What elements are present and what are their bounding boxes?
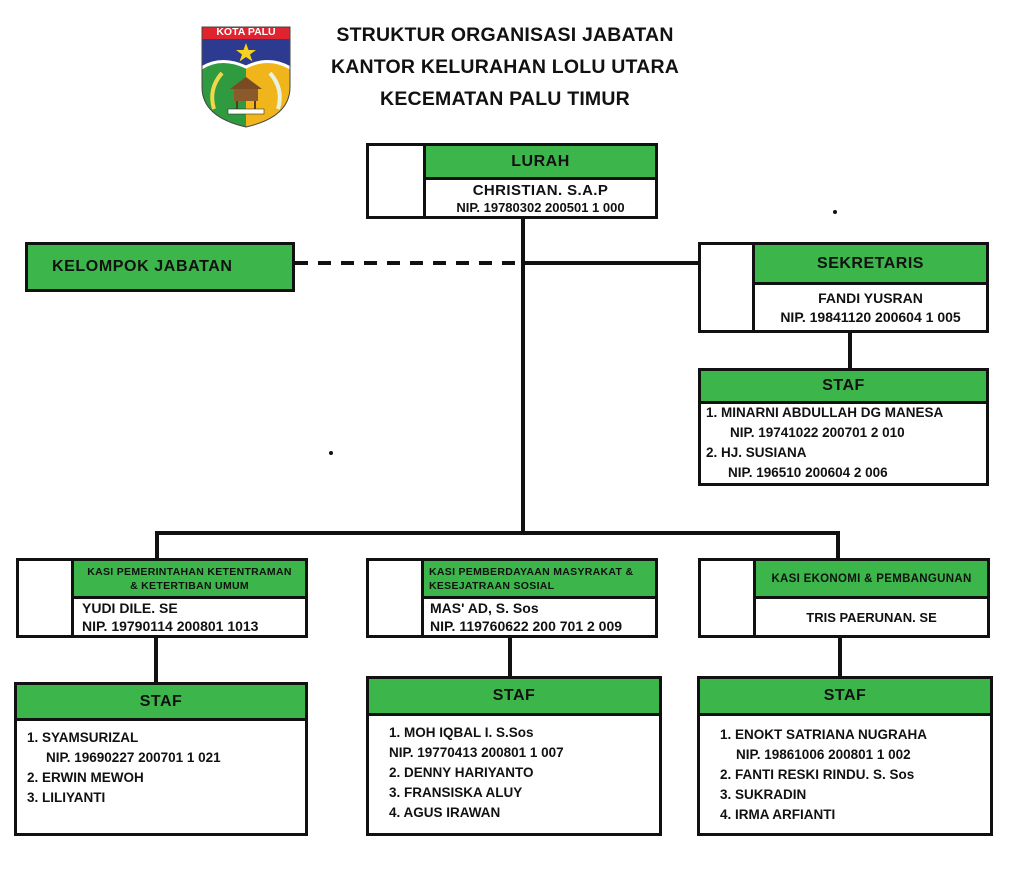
staf-item: NIP. 19861006 200801 1 002 xyxy=(736,747,911,762)
kasi-pemberdayaan-name: MAS' AD, S. Sos xyxy=(430,600,539,616)
kasi-ekonomi-title: KASI EKONOMI & PEMBANGUNAN xyxy=(756,561,987,599)
kasi-pemberdayaan-nip: NIP. 119760622 200 701 2 009 xyxy=(430,618,623,634)
connector-kasi-1 xyxy=(155,531,159,561)
lurah-info: CHRISTIAN. S.A.P NIP. 19780302 200501 1 … xyxy=(426,180,655,216)
connector-to-kelompok-dashed xyxy=(295,261,521,265)
staf-item: 1. MOH IQBAL I. S.Sos xyxy=(389,725,534,740)
kasi-pemberdayaan-staf-box: STAF 1. MOH IQBAL I. S.Sos NIP. 19770413… xyxy=(366,676,662,836)
connector-to-sekretaris xyxy=(523,261,701,265)
kelompok-jabatan-title: KELOMPOK JABATAN xyxy=(52,258,233,275)
kasi-pemerintahan-title-line-1: KASI PEMERINTAHAN KETENTRAMAN xyxy=(87,565,292,578)
lurah-box: LURAH CHRISTIAN. S.A.P NIP. 19780302 200… xyxy=(366,143,658,219)
kelompok-jabatan-box: KELOMPOK JABATAN xyxy=(25,242,295,292)
kasi-ekonomi-staf-title-text: STAF xyxy=(823,687,867,704)
staf-item: 2. FANTI RESKI RINDU. S. Sos xyxy=(720,767,915,782)
connector-kasi-bus xyxy=(155,531,840,535)
kasi-pemerintahan-staf-box: STAF 1. SYAMSURIZAL NIP. 19690227 200701… xyxy=(14,682,308,836)
connector-sekretaris-staf xyxy=(848,332,852,370)
city-emblem-icon: KOTA PALU xyxy=(200,25,292,129)
kasi-ekonomi-photo-placeholder xyxy=(701,561,756,635)
kasi-pemerintahan-title-line-2: & KETERTIBAN UMUM xyxy=(130,579,249,592)
sekretaris-staf-box: STAF 1. MINARNI ABDULLAH DG MANESA NIP. … xyxy=(698,368,989,486)
kasi-pemberdayaan-info: MAS' AD, S. Sos NIP. 119760622 200 701 2… xyxy=(424,599,655,635)
sekretaris-nip: NIP. 19841120 200604 1 005 xyxy=(780,309,961,325)
sekretaris-staf-title: STAF xyxy=(701,371,986,404)
logo-label: KOTA PALU xyxy=(216,26,276,38)
stray-dot xyxy=(833,210,837,214)
stray-dot xyxy=(329,451,333,455)
connector-lurah-down xyxy=(521,218,525,534)
kasi-pemberdayaan-staf-title: STAF xyxy=(369,679,659,716)
connector-kasi2-staf xyxy=(508,637,512,677)
staf-item: 3. SUKRADIN xyxy=(720,787,807,802)
kasi-pemberdayaan-title-line-1: KASI PEMBERDAYAAN MASYRAKAT & xyxy=(429,565,634,578)
lurah-title: LURAH xyxy=(426,146,655,180)
lurah-name: CHRISTIAN. S.A.P xyxy=(472,182,609,199)
kasi-pemerintahan-title: KASI PEMERINTAHAN KETENTRAMAN & KETERTIB… xyxy=(74,561,305,599)
sekretaris-title-text: SEKRETARIS xyxy=(817,254,924,272)
sekretaris-staf-list: 1. MINARNI ABDULLAH DG MANESA NIP. 19741… xyxy=(701,401,986,483)
sekretaris-info: FANDI YUSRAN NIP. 19841120 200604 1 005 xyxy=(755,285,986,330)
kasi-pemerintahan-photo-placeholder xyxy=(19,561,74,635)
kasi-pemerintahan-staf-title-text: STAF xyxy=(139,692,183,710)
connector-kasi3-staf xyxy=(838,637,842,677)
sekretaris-box: SEKRETARIS FANDI YUSRAN NIP. 19841120 20… xyxy=(698,242,989,333)
chart-title-line-1: STRUKTUR ORGANISASI JABATAN xyxy=(336,24,674,46)
chart-title-line-3: KECEMATAN PALU TIMUR xyxy=(380,88,630,110)
kasi-ekonomi-staf-title: STAF xyxy=(700,679,990,716)
connector-kasi-3 xyxy=(836,531,840,561)
staf-item: NIP. 19690227 200701 1 021 xyxy=(46,750,221,765)
staf-item: 3. FRANSISKA ALUY xyxy=(389,785,523,800)
sekretaris-title: SEKRETARIS xyxy=(755,245,986,285)
kasi-pemberdayaan-staf-title-text: STAF xyxy=(492,687,536,704)
staf-item: 1. SYAMSURIZAL xyxy=(27,730,139,745)
staf-item: NIP. 19770413 200801 1 007 xyxy=(389,745,564,760)
sekretaris-photo-placeholder xyxy=(701,245,755,330)
kasi-ekonomi-staf-list: 1. ENOKT SATRIANA NUGRAHA NIP. 19861006 … xyxy=(700,713,990,833)
staf-item: 4. AGUS IRAWAN xyxy=(389,805,501,820)
kasi-pemerintahan-staf-list: 1. SYAMSURIZAL NIP. 19690227 200701 1 02… xyxy=(17,718,305,833)
staf-item: 2. HJ. SUSIANA xyxy=(706,445,807,460)
kasi-pemerintahan-staf-title: STAF xyxy=(17,685,305,721)
kasi-ekonomi-title-line-1: KASI EKONOMI & PEMBANGUNAN xyxy=(771,572,972,585)
kasi-pemberdayaan-title-line-2: KESEJATRAAN SOSIAL xyxy=(429,579,555,592)
staf-item: NIP. 19741022 200701 2 010 xyxy=(730,425,905,440)
staf-item: 1. MINARNI ABDULLAH DG MANESA xyxy=(706,405,944,420)
kasi-pemberdayaan-staf-list: 1. MOH IQBAL I. S.Sos NIP. 19770413 2008… xyxy=(369,713,659,833)
sekretaris-name: FANDI YUSRAN xyxy=(818,290,923,306)
kasi-pemerintahan-info: YUDI DILE. SE NIP. 19790114 200801 1013 xyxy=(74,599,305,635)
lurah-title-text: LURAH xyxy=(511,152,570,170)
staf-item: 4. IRMA ARFIANTI xyxy=(720,807,836,822)
kasi-ekonomi-name: TRIS PAERUNAN. SE xyxy=(806,609,937,625)
sekretaris-staf-title-text: STAF xyxy=(822,377,865,394)
kasi-ekonomi-info: TRIS PAERUNAN. SE xyxy=(756,599,987,635)
staf-item: 3. LILIYANTI xyxy=(27,790,106,805)
staf-item: 2. DENNY HARIYANTO xyxy=(389,765,534,780)
kasi-pemberdayaan-photo-placeholder xyxy=(369,561,424,635)
kasi-pemberdayaan-title: KASI PEMBERDAYAAN MASYRAKAT & KESEJATRAA… xyxy=(424,561,655,599)
staf-item: NIP. 196510 200604 2 006 xyxy=(728,465,888,480)
kasi-ekonomi-staf-box: STAF 1. ENOKT SATRIANA NUGRAHA NIP. 1986… xyxy=(697,676,993,836)
kasi-pemerintahan-nip: NIP. 19790114 200801 1013 xyxy=(82,618,259,634)
connector-kasi1-staf xyxy=(154,637,158,683)
chart-title-line-2: KANTOR KELURAHAN LOLU UTARA xyxy=(330,56,680,78)
kasi-pemerintahan-name: YUDI DILE. SE xyxy=(82,600,178,616)
lurah-photo-placeholder xyxy=(369,146,426,216)
kasi-pemerintahan-box: KASI PEMERINTAHAN KETENTRAMAN & KETERTIB… xyxy=(16,558,308,638)
staf-item: 2. ERWIN MEWOH xyxy=(27,770,144,785)
kasi-pemberdayaan-box: KASI PEMBERDAYAAN MASYRAKAT & KESEJATRAA… xyxy=(366,558,658,638)
staf-item: 1. ENOKT SATRIANA NUGRAHA xyxy=(720,727,928,742)
lurah-nip: NIP. 19780302 200501 1 000 xyxy=(456,200,625,215)
kasi-ekonomi-box: KASI EKONOMI & PEMBANGUNAN TRIS PAERUNAN… xyxy=(698,558,990,638)
